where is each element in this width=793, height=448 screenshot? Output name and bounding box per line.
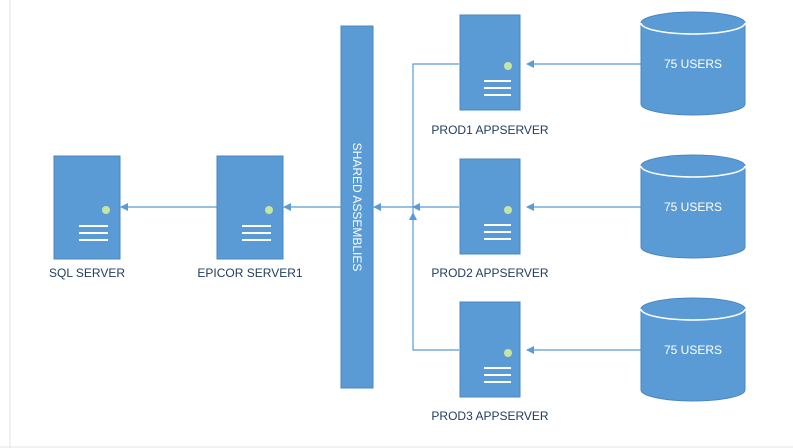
shared-assemblies-label: SHARED ASSEMBLIES xyxy=(350,143,364,272)
users-group-3: 75 USERS xyxy=(640,297,746,402)
prod1-appserver: PROD1 APPSERVER xyxy=(431,14,549,137)
connector-prod3-trunk xyxy=(409,212,459,351)
users-group-2: 75 USERS xyxy=(640,154,746,259)
prod1-appserver-label: PROD1 APPSERVER xyxy=(431,123,548,137)
prod3-appserver-label: PROD3 APPSERVER xyxy=(431,409,548,423)
users-group-1: 75 USERS xyxy=(640,11,746,116)
epicor-server-label: EPICOR SERVER1 xyxy=(197,266,302,280)
sql-server-label: SQL SERVER xyxy=(49,266,125,280)
server-icon xyxy=(459,301,521,398)
prod2-appserver-label: PROD2 APPSERVER xyxy=(431,266,548,280)
connector-prod1-trunk xyxy=(412,63,459,213)
database-icon xyxy=(640,297,746,402)
server-icon xyxy=(459,14,521,111)
server-icon xyxy=(216,155,284,260)
users-group-3-label: 75 USERS xyxy=(664,343,722,357)
users-group-2-label: 75 USERS xyxy=(664,200,722,214)
server-icon xyxy=(53,155,121,260)
users-group-1-label: 75 USERS xyxy=(664,57,722,71)
server-icon xyxy=(459,158,521,255)
connectors xyxy=(120,60,641,354)
prod3-appserver: PROD3 APPSERVER xyxy=(431,301,549,423)
shared-assemblies-bar: SHARED ASSEMBLIES xyxy=(340,25,374,389)
prod2-appserver: PROD2 APPSERVER xyxy=(431,158,549,280)
database-icon xyxy=(640,11,746,116)
epicor-server: EPICOR SERVER1 xyxy=(197,155,303,280)
database-icon xyxy=(640,154,746,259)
sql-server: SQL SERVER xyxy=(49,155,125,280)
